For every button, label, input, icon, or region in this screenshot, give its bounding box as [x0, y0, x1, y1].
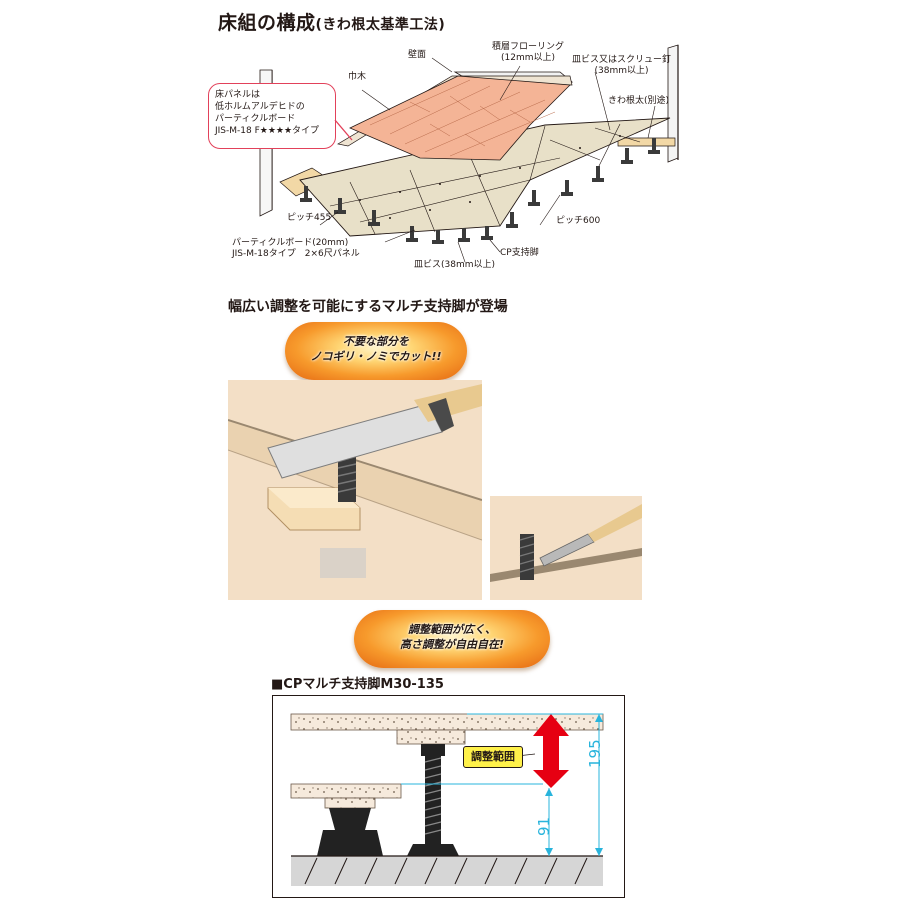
label-particle-board: パーティクルボード(20mm) JIS-M-18タイプ 2×6尺パネル: [232, 238, 360, 259]
cp-leg-diagram: [272, 695, 625, 898]
label-baseboard: 巾木: [348, 72, 367, 82]
chisel-photo: [490, 496, 642, 600]
feature-headline: 幅広い調整を可能にするマルチ支持脚が登場: [228, 299, 508, 315]
cut-banner: 不要な部分を ノコギリ・ノミでカット!!: [285, 322, 467, 380]
chisel-icon: [539, 504, 642, 567]
dimension-lines: [401, 713, 603, 856]
saw-icon: [267, 384, 482, 479]
cp-support-legs: [300, 138, 660, 244]
range-banner: 調整範囲が広く、 高さ調整が自由自在!: [354, 610, 550, 668]
panel-callout: 床パネルは 低ホルムアルデヒドの パーティクルボード JIS-M-18 F★★★…: [208, 83, 336, 149]
label-flooring: 積層フローリング (12mm以上): [492, 42, 565, 63]
label-edge-joist: きわ根太(別途): [608, 96, 670, 106]
edge-joist-right: [617, 137, 676, 147]
title-subtext: (きわ根太基準工法): [315, 17, 446, 33]
label-cp-leg: CP支持脚: [500, 248, 539, 258]
label-pitch600: ピッチ600: [556, 216, 601, 226]
dimension-195: 195: [586, 739, 604, 768]
dimension-91: 91: [535, 816, 553, 836]
title-text: 床組の構成: [218, 12, 316, 34]
label-screw: 皿ビス又はスクリュー釘 (38mm以上): [572, 55, 672, 76]
short-leg: [329, 808, 371, 830]
callout-pointer: [334, 119, 353, 141]
label-wall: 壁面: [408, 50, 427, 60]
laminated-flooring: [349, 75, 571, 161]
cp-section-title: ■CPマルチ支持脚M30-135: [271, 677, 444, 692]
double-arrow-icon: [533, 714, 569, 788]
label-sara-screw: 皿ビス(38mm以上): [414, 260, 496, 270]
low-board: [290, 783, 402, 799]
top-pad: [396, 729, 466, 745]
adjust-range-label: 調整範囲: [463, 746, 523, 768]
label-pitch455: ピッチ455: [287, 213, 332, 223]
saw-cut-photo: [228, 380, 482, 600]
page-title: 床組の構成(きわ根太基準工法): [218, 8, 445, 35]
slab-hatch: [304, 857, 588, 885]
